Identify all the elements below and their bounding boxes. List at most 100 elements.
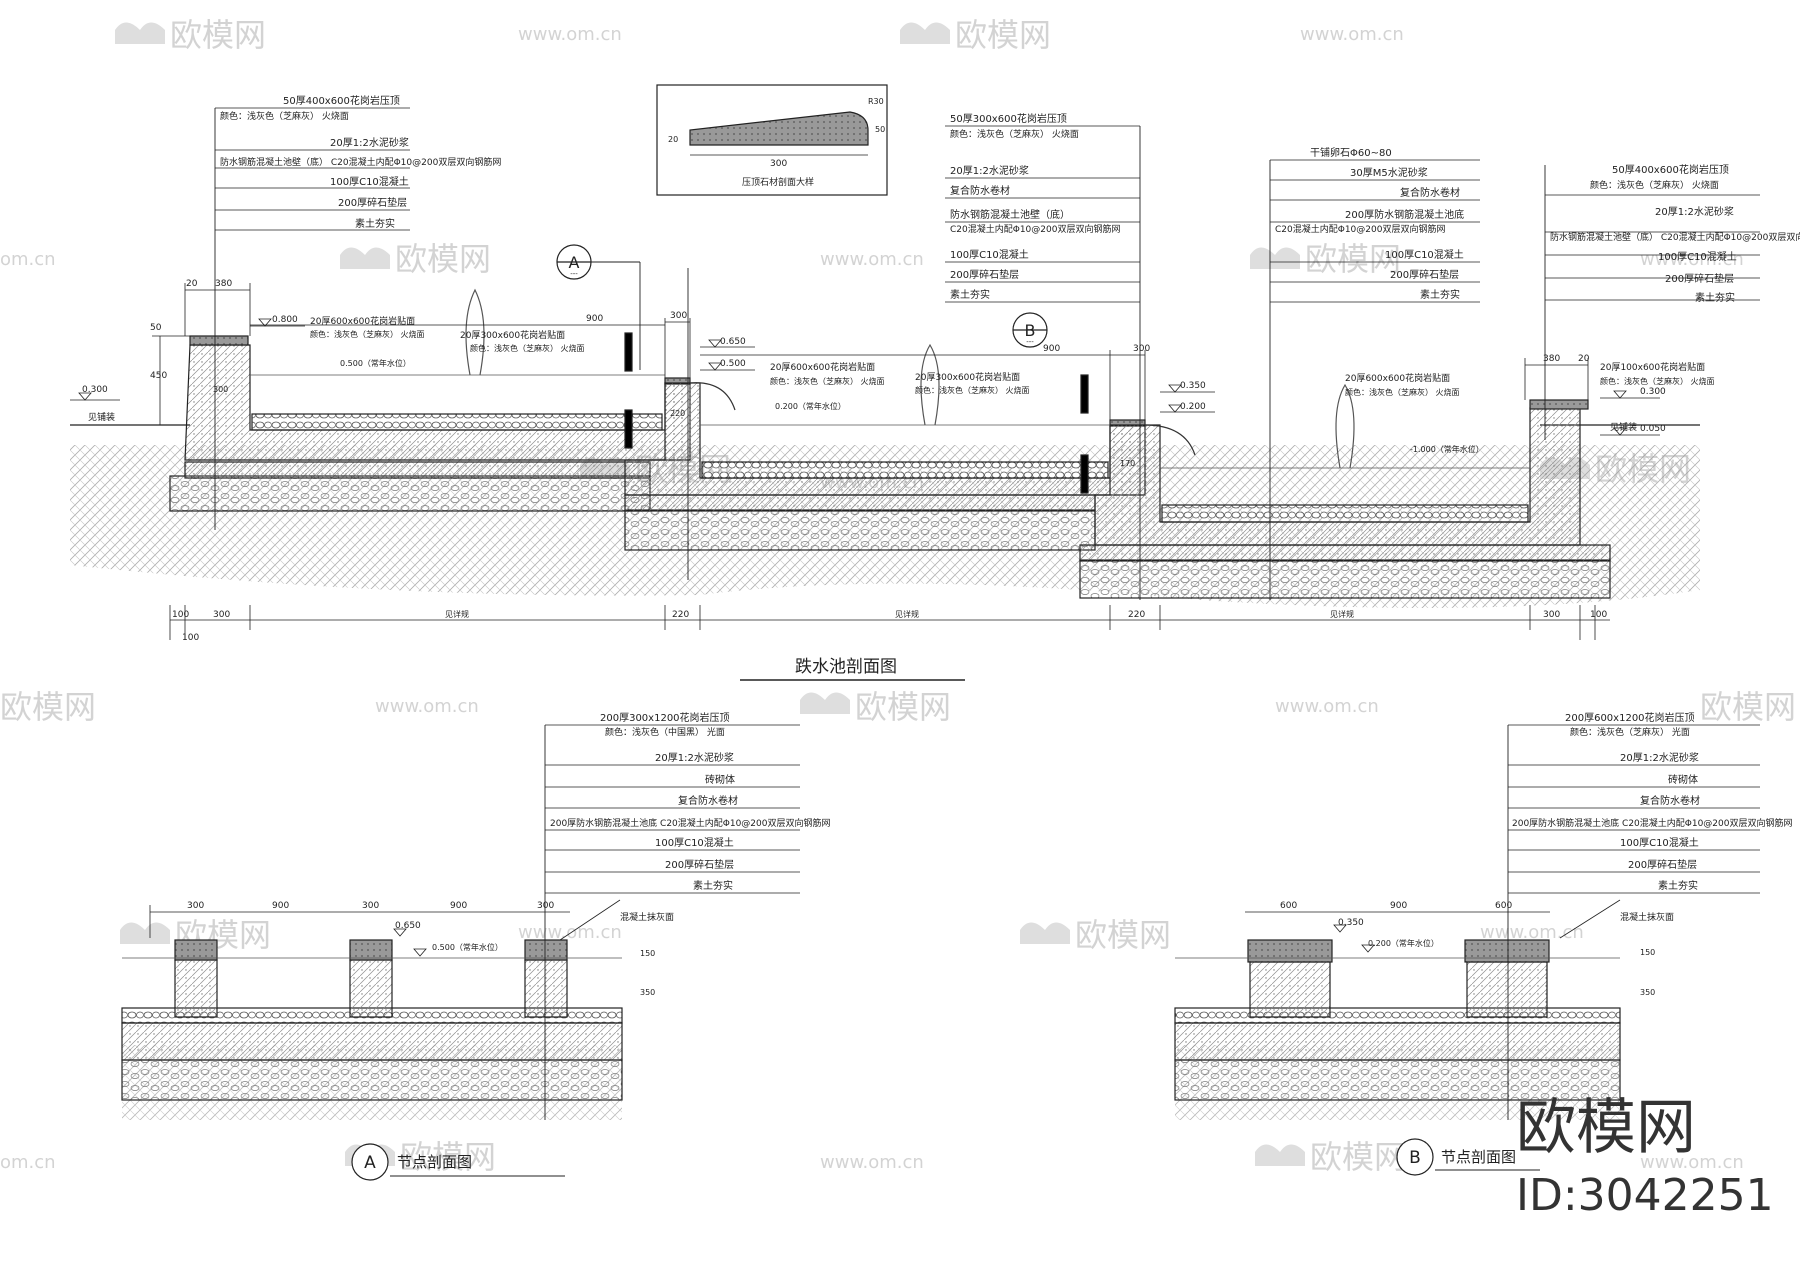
level-text: 0.500	[720, 359, 746, 369]
note-text: 200厚碎石垫层	[1665, 272, 1734, 285]
dim-text: 300	[1543, 610, 1560, 620]
dim-text: R30	[868, 97, 884, 106]
dim-text: 100	[1590, 610, 1607, 620]
base-gravel-2	[624, 509, 1096, 551]
upper-pebbles	[251, 413, 663, 431]
note-text: 素土夯实	[1658, 879, 1698, 892]
dim-text: 300	[770, 159, 787, 169]
dim-text: 900	[1390, 901, 1407, 911]
brand-logo-text: 欧模网	[1516, 1093, 1696, 1163]
coping-right	[1529, 399, 1589, 410]
fountain-jet	[465, 288, 485, 376]
watermark-logo-icon: 欧模网	[1255, 1138, 1406, 1176]
section-cut-b	[1080, 454, 1089, 494]
note-text: 200厚防水钢筋混凝土池底 C20混凝土内配Φ10@200双层双向钢筋网	[550, 817, 831, 829]
label-text: 见铺装	[1610, 421, 1637, 433]
level-text: 0.500（常年水位）	[340, 358, 411, 368]
concrete-layer	[1174, 1022, 1621, 1061]
dim-text: 50	[150, 323, 162, 333]
watermark-logo-icon: 欧模网	[800, 688, 951, 726]
label-text: 颜色：浅灰色（芝麻灰） 火烧面	[770, 376, 885, 386]
level-text: 0.200	[1180, 402, 1206, 412]
label-text: 颜色：浅灰色（芝麻灰） 火烧面	[470, 343, 585, 353]
detail-a-text: 200厚300x1200花岗岩压顶 颜色：浅灰色（中国黑） 光面 20厚1:2水…	[187, 711, 831, 1173]
pier	[1249, 961, 1331, 1018]
main-section-text: 50厚400x600花岗岩压顶 颜色：浅灰色（芝麻灰） 火烧面 20厚1:2水泥…	[82, 94, 1800, 681]
watermark-text: 欧模网	[1305, 240, 1401, 278]
note-text: 颜色：浅灰色（芝麻灰） 火烧面	[1590, 179, 1719, 191]
dim-text: 100	[182, 633, 199, 643]
note-text: 50厚400x600花岗岩压顶	[283, 94, 400, 107]
coping-detail-box	[656, 84, 888, 196]
note-text: 砖砌体	[705, 773, 735, 786]
note-text: 颜色：浅灰色（芝麻灰） 火烧面	[220, 110, 349, 122]
note-text: 200厚防水钢筋混凝土池底	[1345, 208, 1464, 221]
brand-id-text: ID:3042251	[1516, 1170, 1774, 1221]
note-text: 混凝土抹灰面	[620, 911, 674, 923]
pier-cap	[174, 939, 218, 961]
note-text: 防水钢筋混凝土池壁（底） C20混凝土内配Φ10@200双层双向钢筋网	[1550, 231, 1800, 243]
note-text: 防水钢筋混凝土池壁（底） C20混凝土内配Φ10@200双层双向钢筋网	[220, 156, 501, 168]
dim-text: 50	[875, 125, 885, 134]
level-marker-icon	[413, 948, 427, 957]
dim-text: 300	[670, 311, 687, 321]
base-concrete-3	[1079, 544, 1611, 562]
note-text: 200厚防水钢筋混凝土池底 C20混凝土内配Φ10@200双层双向钢筋网	[1512, 817, 1793, 829]
note-text: 200厚300x1200花岗岩压顶	[600, 711, 730, 724]
bottom-dimension-line	[169, 605, 1610, 640]
note-text: 素土夯实	[1420, 288, 1460, 301]
dim-text: 900	[272, 901, 289, 911]
lower-pebbles	[1161, 504, 1529, 523]
section-cut-a	[624, 409, 633, 449]
dim-text: 150	[640, 949, 655, 958]
dim-text: 600	[1495, 901, 1512, 911]
watermark-logo-icon: 欧模网	[1020, 916, 1171, 954]
watermark-logo-icon: 欧模网	[1250, 240, 1401, 278]
watermark-url: om.cn	[0, 1152, 56, 1173]
level-text: 0.350	[1180, 381, 1206, 391]
dim-text: 150	[1640, 948, 1655, 957]
note-text: 素土夯实	[950, 288, 990, 301]
watermark-text: 欧模网	[395, 240, 491, 278]
note-text: 200厚600x1200花岗岩压顶	[1565, 711, 1695, 724]
watermark-text: 欧模网	[1075, 916, 1171, 954]
level-text: 0.650	[395, 921, 421, 931]
watermark-text: 欧模网	[855, 688, 951, 726]
level-text: 0.650	[720, 337, 746, 347]
base-concrete-1	[184, 461, 651, 479]
label-text: 20厚600x600花岗岩贴面	[770, 361, 875, 373]
level-text: 0.200（常年水位）	[775, 401, 846, 411]
pier	[349, 959, 393, 1018]
dim-text: 900	[586, 314, 603, 324]
detail-a	[121, 724, 800, 1181]
pier-cap	[524, 939, 568, 961]
callout-label: B	[1409, 1148, 1421, 1168]
note-underlines	[215, 107, 1760, 303]
detail-title: 节点剖面图	[397, 1153, 472, 1171]
watermark-url: www.om.cn	[820, 249, 924, 270]
dim-text: 300	[213, 610, 230, 620]
note-text: 复合防水卷材	[678, 794, 738, 807]
detail-title: 节点剖面图	[1441, 1148, 1516, 1166]
note-text: 复合防水卷材	[1640, 794, 1700, 807]
gravel-layer	[1174, 1059, 1621, 1101]
base-gravel-3	[1079, 559, 1611, 599]
middle-pebbles	[701, 461, 1109, 479]
coping-left	[189, 335, 249, 346]
note-text: 200厚碎石垫层	[1390, 268, 1459, 281]
note-text: 100厚C10混凝土	[655, 836, 734, 849]
note-text: C20混凝土内配Φ10@200双层双向钢筋网	[950, 223, 1120, 235]
note-text: 20厚1:2水泥砂浆	[1620, 751, 1699, 764]
dim-text: 20	[1578, 354, 1590, 364]
callout-a-icon	[351, 1143, 389, 1181]
coping-detail-shape	[689, 111, 869, 146]
watermark-text: 欧模网	[1310, 1138, 1406, 1176]
level-marker-icon	[1333, 924, 1347, 933]
label-text: 颜色：浅灰色（芝麻灰） 火烧面	[1345, 387, 1460, 397]
pebble-layer	[1174, 1007, 1621, 1024]
brand-badge: 欧模网 ID:3042251	[1516, 1093, 1774, 1221]
dim-text: 220	[1128, 610, 1145, 620]
base-gravel-1	[169, 475, 651, 512]
detail-b	[1174, 724, 1760, 1176]
